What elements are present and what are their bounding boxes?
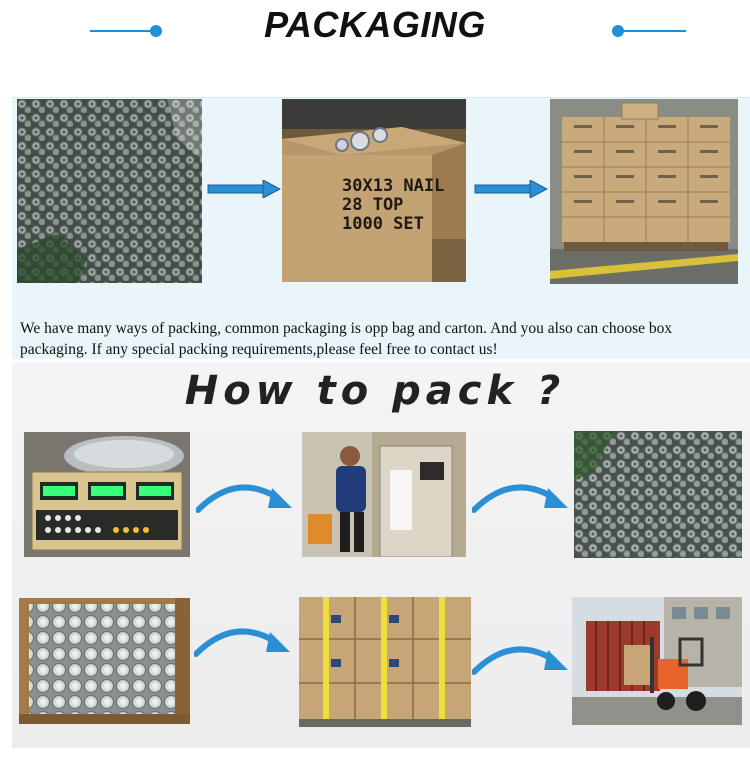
header-right-line: [618, 30, 686, 32]
curved-arrow-icon: [194, 628, 290, 657]
container-loading-photo: [572, 597, 742, 725]
curved-arrow-icon: [472, 484, 568, 513]
box-print-line-3: 1000 SET: [342, 214, 424, 234]
bagged-parts-photo: [17, 99, 202, 283]
box-print-line-2: 28 TOP: [342, 195, 403, 215]
curved-arrow-icon: [472, 646, 568, 675]
open-carton-photo: [19, 598, 190, 724]
curved-arrow-icon: [196, 484, 292, 513]
carton-box-photo: 30X13 NAIL 28 TOP 1000 SET: [282, 99, 466, 282]
how-to-pack-title: How to pack ?: [184, 368, 566, 414]
page-header: PACKAGING: [0, 0, 750, 60]
sealed-cartons-photo: [299, 597, 471, 727]
right-arrow-icon: [474, 180, 548, 198]
right-arrow-icon: [207, 180, 281, 198]
palletized-cartons-photo: [550, 99, 738, 284]
packing-description: We have many ways of packing, common pac…: [20, 320, 673, 358]
bagged-parts-photo: [574, 431, 742, 558]
packing-machine-photo: [302, 432, 466, 557]
box-print-line-1: 30X13 NAIL: [342, 176, 444, 196]
header-left-dot: [150, 25, 162, 37]
page-title: PACKAGING: [264, 4, 486, 45]
weighing-scale-photo: [24, 432, 190, 557]
header-left-line: [90, 30, 158, 32]
